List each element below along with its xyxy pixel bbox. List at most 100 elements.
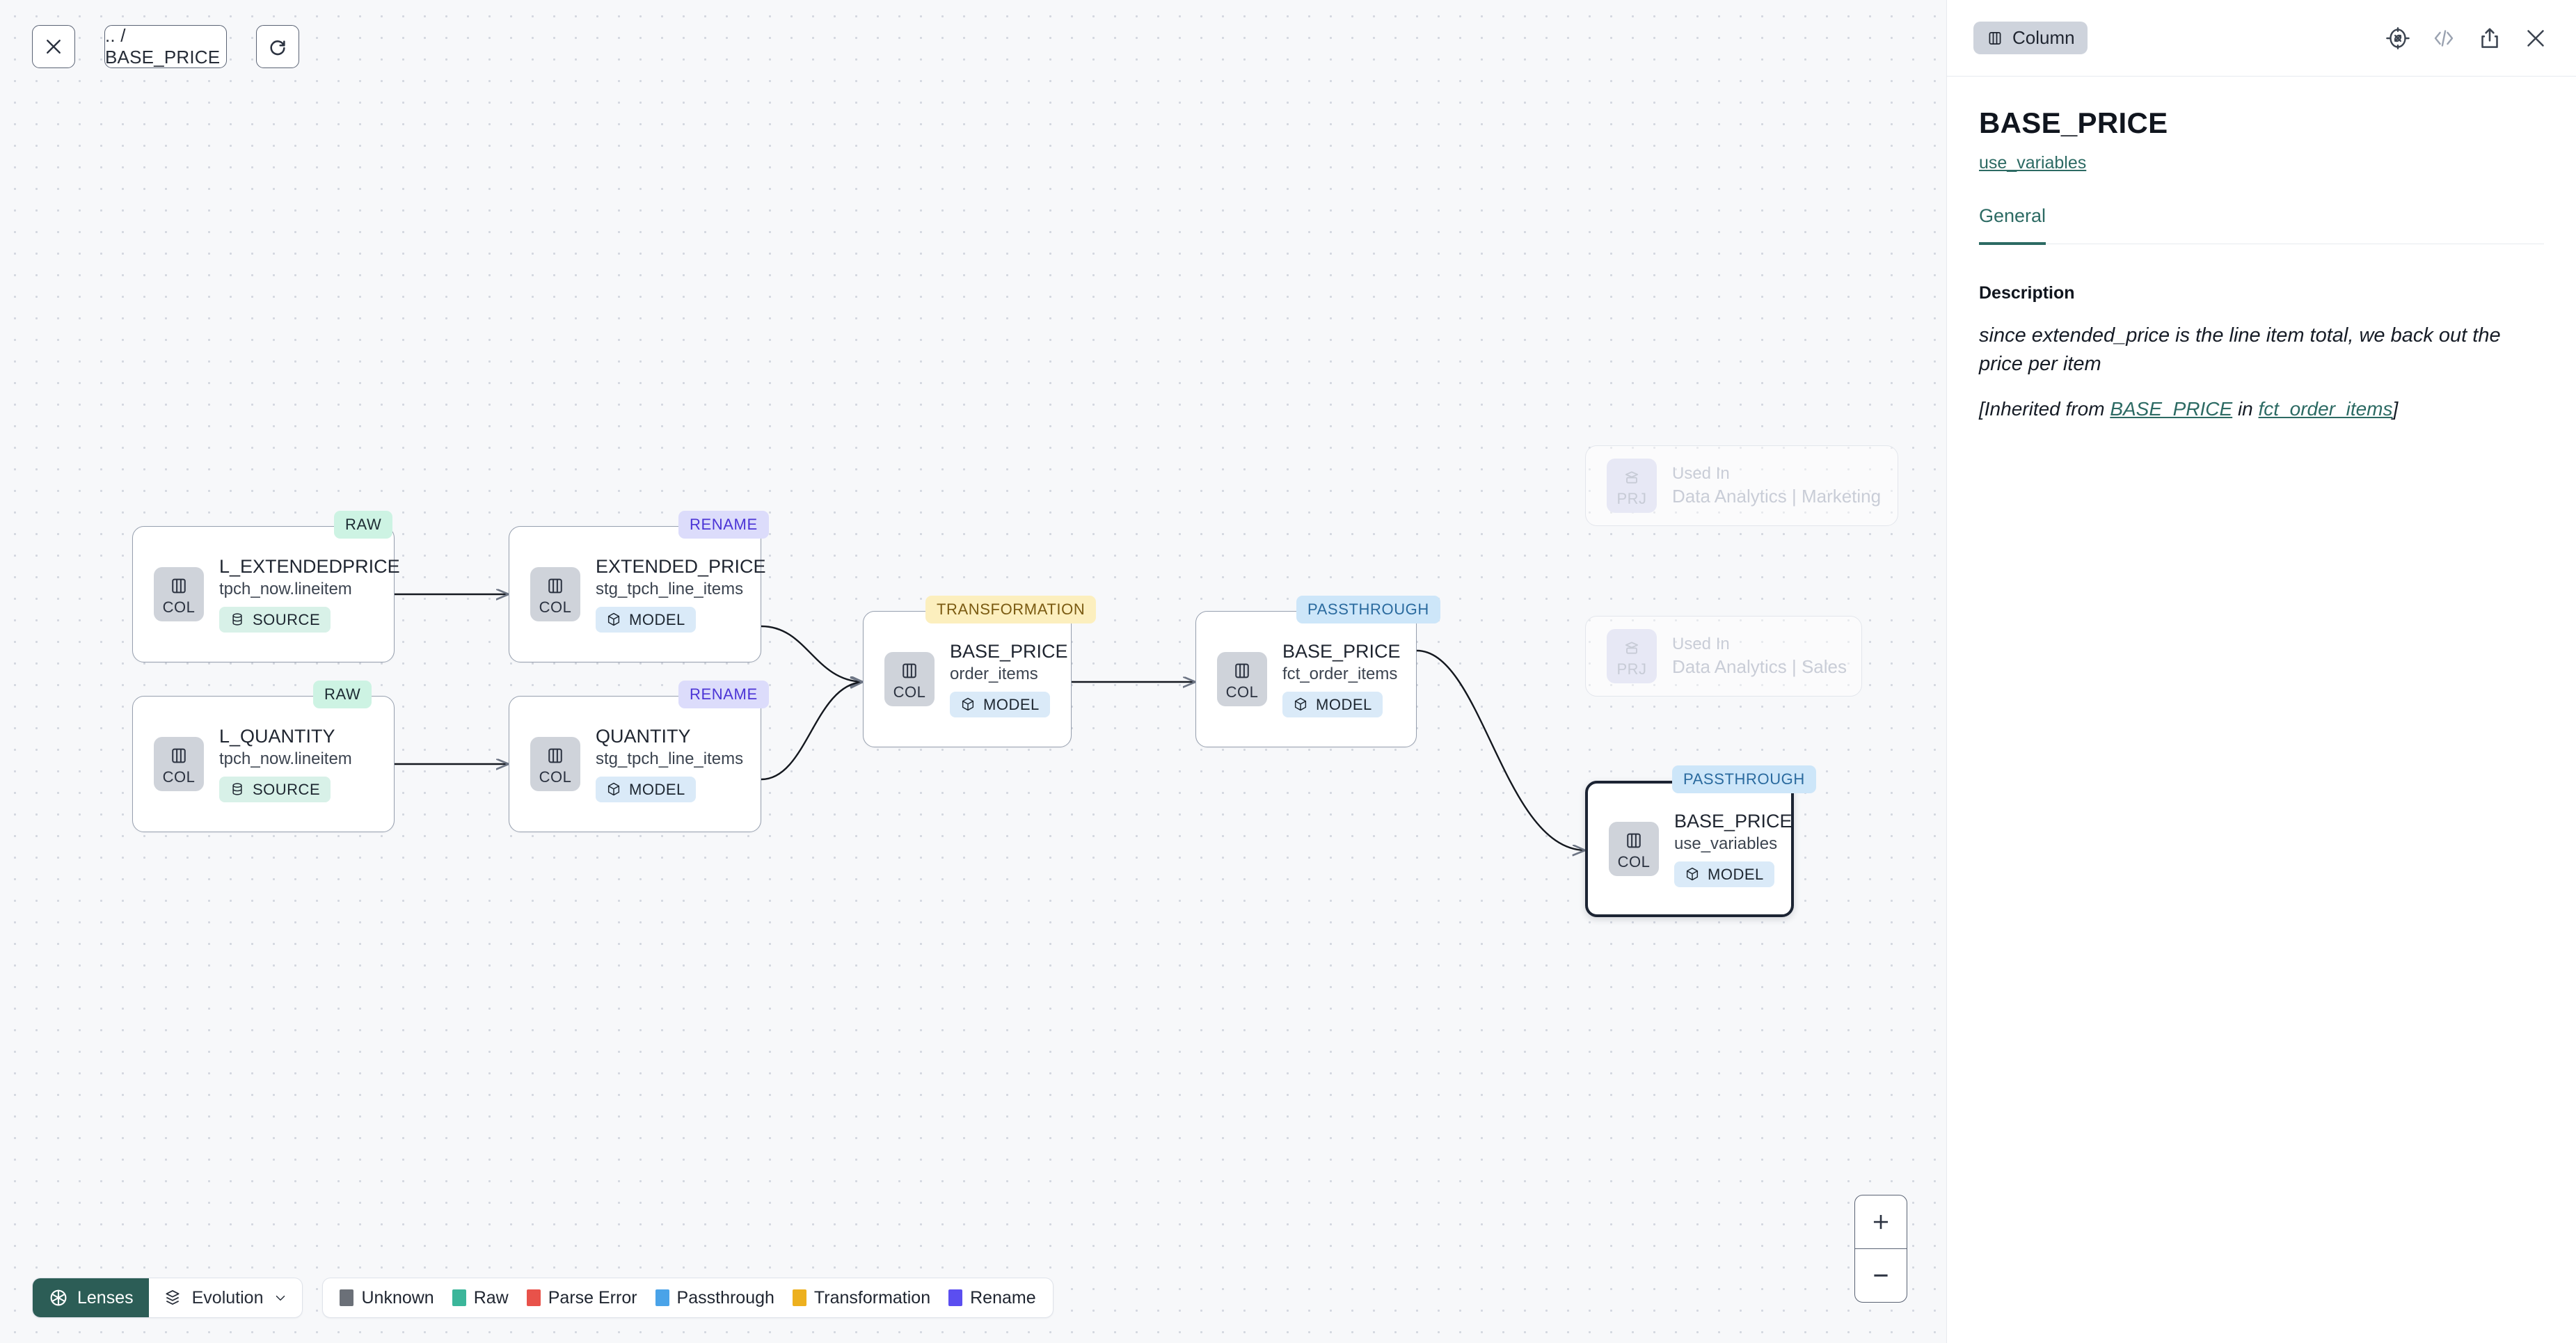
- minus-icon: [1874, 1274, 1888, 1277]
- description-text: since extended_price is the line item to…: [1979, 324, 2501, 375]
- column-icon: [548, 578, 562, 593]
- node-pill-label: MODEL: [1708, 865, 1764, 883]
- node-badge-passthrough: PASSTHROUGH: [1296, 596, 1440, 623]
- evolution-label: Evolution: [191, 1287, 264, 1308]
- node-pill-label: MODEL: [1316, 695, 1372, 713]
- share-icon[interactable]: [2477, 26, 2502, 51]
- column-icon: [548, 748, 562, 763]
- node-badge-passthrough: PASSTHROUGH: [1672, 765, 1816, 793]
- layers-icon: [166, 1290, 180, 1305]
- chevron-down-icon: [276, 1295, 285, 1301]
- zoom-out-button[interactable]: [1855, 1248, 1907, 1302]
- legend-label: Parse Error: [548, 1287, 637, 1308]
- node-pill-label: SOURCE: [253, 780, 321, 798]
- refresh-button[interactable]: [256, 25, 299, 68]
- close-icon[interactable]: [2523, 26, 2548, 51]
- node-badge-raw: RAW: [334, 511, 393, 539]
- node-title: L_EXTENDEDPRICE: [219, 555, 400, 577]
- evolution-dropdown[interactable]: Evolution: [149, 1278, 303, 1317]
- column-type-icon: COL: [154, 737, 204, 791]
- node-type-pill: SOURCE: [219, 776, 331, 803]
- node-icon-label: COL: [539, 598, 572, 616]
- lineage-canvas[interactable]: .. / BASE_PRICE RAW COL L_EXTENDEDP: [0, 0, 1946, 1343]
- node-title: EXTENDED_PRICE: [596, 555, 766, 577]
- node-icon-label: COL: [1617, 852, 1651, 871]
- database-icon: [232, 613, 242, 626]
- node-icon-label: COL: [539, 768, 572, 786]
- lenses-label: Lenses: [77, 1287, 134, 1308]
- lineage-legend: Unknown Raw Parse Error Passthrough Tran…: [322, 1278, 1054, 1318]
- cube-icon: [607, 783, 620, 796]
- node-type-pill: SOURCE: [219, 606, 331, 633]
- legend-swatch: [340, 1289, 354, 1306]
- legend-swatch: [948, 1289, 963, 1306]
- legend-item-rename: Rename: [948, 1288, 1036, 1308]
- cube-icon: [1686, 868, 1699, 881]
- breadcrumb-button[interactable]: .. / BASE_PRICE: [104, 25, 227, 68]
- bottom-toolbar[interactable]: Lenses Evolution Unkno: [32, 1278, 1054, 1318]
- lineage-node-base-price-order-items[interactable]: COL BASE_PRICE order_items MODEL: [863, 611, 1072, 747]
- node-title: L_QUANTITY: [219, 725, 335, 747]
- legend-item-unknown: Unknown: [340, 1288, 434, 1308]
- lineage-node-extended-price[interactable]: COL EXTENDED_PRICE stg_tpch_line_items M…: [509, 526, 766, 662]
- model-link[interactable]: use_variables: [1979, 153, 2087, 173]
- node-type-pill: MODEL: [596, 776, 696, 803]
- lineage-node-l-quantity[interactable]: COL L_QUANTITY tpch_now.lineitem SOURCE: [132, 696, 395, 832]
- column-type-icon: COL: [154, 567, 204, 621]
- column-type-icon: COL: [530, 737, 580, 791]
- node-title: BASE_PRICE: [1282, 640, 1401, 662]
- lenses-evolution-group[interactable]: Lenses Evolution: [32, 1278, 303, 1318]
- lineage-node-base-price-fct-order-items[interactable]: COL BASE_PRICE fct_order_items MODEL: [1195, 611, 1417, 747]
- node-title: Data Analytics | Sales: [1672, 655, 1847, 677]
- node-subtitle: order_items: [950, 664, 1038, 683]
- node-type-pill: MODEL: [950, 691, 1050, 718]
- column-icon: [903, 663, 916, 678]
- column-icon: [1627, 833, 1641, 848]
- lineage-node-base-price-use-variables-selected[interactable]: COL BASE_PRICE use_variables MODEL: [1585, 781, 1794, 917]
- lineage-node-used-in-marketing[interactable]: PRJ Used In Data Analytics | Marketing: [1585, 445, 1898, 526]
- inherited-column-link[interactable]: BASE_PRICE: [2110, 398, 2233, 420]
- node-subtitle: tpch_now.lineitem: [219, 579, 352, 598]
- legend-swatch: [655, 1289, 669, 1306]
- zoom-controls[interactable]: [1854, 1195, 1907, 1303]
- zoom-in-button[interactable]: [1855, 1195, 1907, 1248]
- details-panel-body: BASE_PRICE use_variables General Descrip…: [1947, 77, 2576, 422]
- legend-label: Passthrough: [676, 1287, 774, 1308]
- lineage-node-used-in-sales[interactable]: PRJ Used In Data Analytics | Sales: [1585, 616, 1862, 697]
- close-lineage-button[interactable]: [32, 25, 75, 68]
- inherited-prefix: [Inherited from: [1979, 398, 2110, 420]
- node-icon-label: COL: [1225, 683, 1259, 701]
- close-icon: [47, 40, 61, 54]
- refresh-icon: [270, 40, 285, 56]
- lenses-button[interactable]: Lenses: [33, 1278, 149, 1317]
- node-icon-label: COL: [893, 683, 926, 701]
- node-pill-label: MODEL: [629, 780, 685, 798]
- node-title: QUANTITY: [596, 725, 691, 747]
- column-type-icon: COL: [530, 567, 580, 621]
- cube-icon: [962, 698, 974, 711]
- lineage-node-quantity[interactable]: COL QUANTITY stg_tpch_line_items MODEL: [509, 696, 761, 832]
- details-panel: Column: [1946, 0, 2576, 1343]
- node-icon-label: COL: [162, 598, 196, 616]
- entity-type-chip[interactable]: Column: [1973, 22, 2088, 54]
- node-icon-label: PRJ: [1616, 489, 1647, 507]
- column-icon: [1989, 31, 2001, 45]
- node-subtitle: stg_tpch_line_items: [596, 579, 744, 598]
- explore-icon[interactable]: [2385, 26, 2410, 51]
- inherited-model-link[interactable]: fct_order_items: [2258, 398, 2393, 420]
- inherited-suffix: ]: [2392, 398, 2399, 420]
- legend-label: Raw: [473, 1287, 509, 1308]
- node-badge-raw: RAW: [313, 681, 372, 708]
- legend-swatch: [526, 1289, 541, 1306]
- tab-general[interactable]: General: [1979, 205, 2046, 246]
- breadcrumb-label: .. / BASE_PRICE: [105, 25, 221, 67]
- inherited-middle: in: [2232, 398, 2259, 420]
- code-icon[interactable]: [2431, 26, 2456, 51]
- lineage-node-l-extendedprice[interactable]: COL L_EXTENDEDPRICE tpch_now.lineitem SO…: [132, 526, 400, 662]
- description-inherited-note: [Inherited from BASE_PRICE in fct_order_…: [1979, 395, 2544, 422]
- node-subtitle: tpch_now.lineitem: [219, 749, 352, 768]
- project-type-icon: PRJ: [1607, 629, 1657, 683]
- column-icon: [172, 748, 186, 763]
- node-subtitle: stg_tpch_line_items: [596, 749, 744, 768]
- project-icon: [1625, 470, 1639, 484]
